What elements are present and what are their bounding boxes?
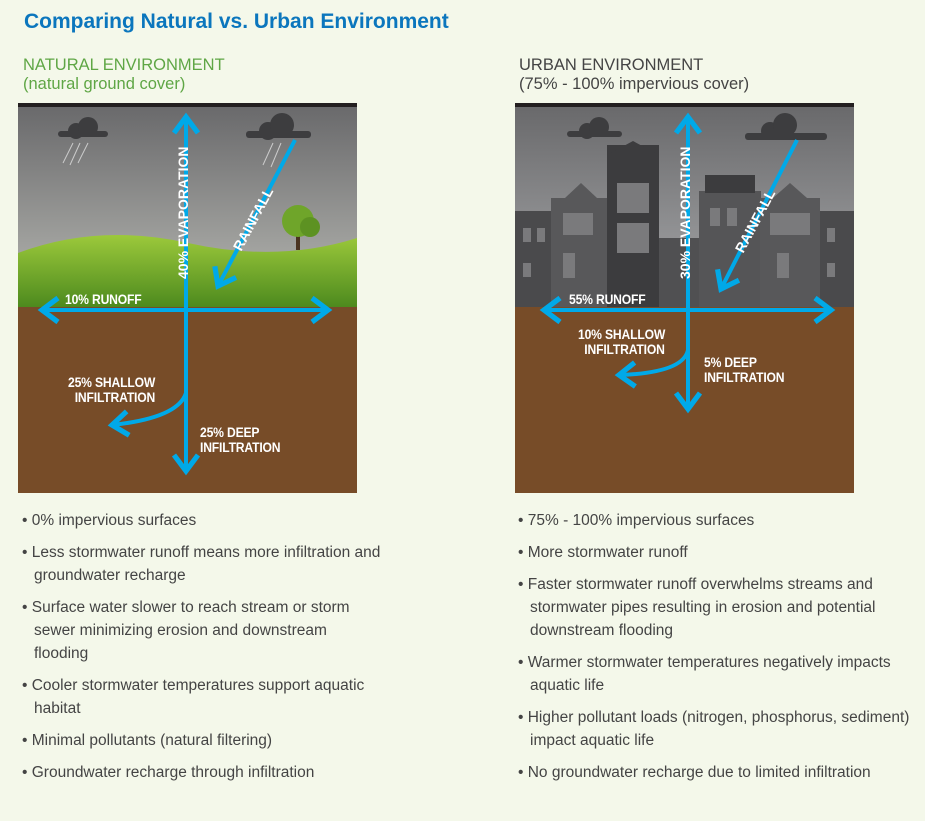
natural-heading-title: NATURAL ENVIRONMENT [23, 56, 225, 74]
list-item: No groundwater recharge due to limited i… [518, 761, 918, 784]
list-item: Warmer stormwater temperatures negativel… [518, 651, 918, 697]
shallow-line1: 10% SHALLOW [578, 327, 666, 342]
evaporation-label: 40% EVAPORATION [175, 146, 191, 279]
runoff-label: 55% RUNOFF [569, 292, 646, 307]
list-item: Surface water slower to reach stream or … [22, 596, 382, 665]
cloud-icon [567, 117, 622, 139]
urban-bullets: 75% - 100% impervious surfaces More stor… [518, 509, 918, 793]
tree-icon [282, 205, 320, 250]
natural-diagram: 10% RUNOFF 40% EVAPORATION RAINFALL 25% … [18, 103, 357, 493]
runoff-label: 10% RUNOFF [65, 292, 142, 307]
shallow-line1: 25% SHALLOW [68, 375, 156, 390]
deep-line2: INFILTRATION [704, 370, 785, 385]
urban-illustration [515, 103, 854, 493]
natural-heading: NATURAL ENVIRONMENT(natural ground cover… [23, 56, 225, 94]
shallow-line2: INFILTRATION [74, 390, 156, 405]
list-item: Cooler stormwater temperatures support a… [22, 674, 382, 720]
cloud-icon [745, 113, 827, 140]
shallow-line2: INFILTRATION [584, 342, 665, 357]
urban-heading: URBAN ENVIRONMENT(75% - 100% impervious … [519, 56, 749, 94]
list-item: More stormwater runoff [518, 541, 918, 564]
page-title: Comparing Natural vs. Urban Environment [24, 10, 449, 33]
natural-bullets: 0% impervious surfaces Less stormwater r… [22, 509, 382, 793]
deep-line1: 25% DEEP [200, 425, 260, 440]
urban-diagram: 55% RUNOFF 30% EVAPORATION RAINFALL 10% … [515, 103, 854, 493]
list-item: 75% - 100% impervious surfaces [518, 509, 918, 532]
list-item: 0% impervious surfaces [22, 509, 382, 532]
list-item: Less stormwater runoff means more infilt… [22, 541, 382, 587]
natural-subheading: (natural ground cover) [23, 75, 186, 93]
list-item: Groundwater recharge through infiltratio… [22, 761, 382, 784]
list-item: Higher pollutant loads (nitrogen, phosph… [518, 706, 918, 752]
deep-line1: 5% DEEP [704, 355, 757, 370]
evaporation-label: 30% EVAPORATION [677, 146, 693, 279]
urban-subheading: (75% - 100% impervious cover) [519, 75, 750, 93]
deep-line2: INFILTRATION [200, 440, 281, 455]
natural-illustration [18, 103, 357, 493]
list-item: Minimal pollutants (natural filtering) [22, 729, 382, 752]
urban-heading-title: URBAN ENVIRONMENT [519, 56, 704, 74]
cloud-icon [58, 117, 108, 139]
list-item: Faster stormwater runoff overwhelms stre… [518, 573, 918, 642]
cloud-icon [246, 113, 311, 140]
